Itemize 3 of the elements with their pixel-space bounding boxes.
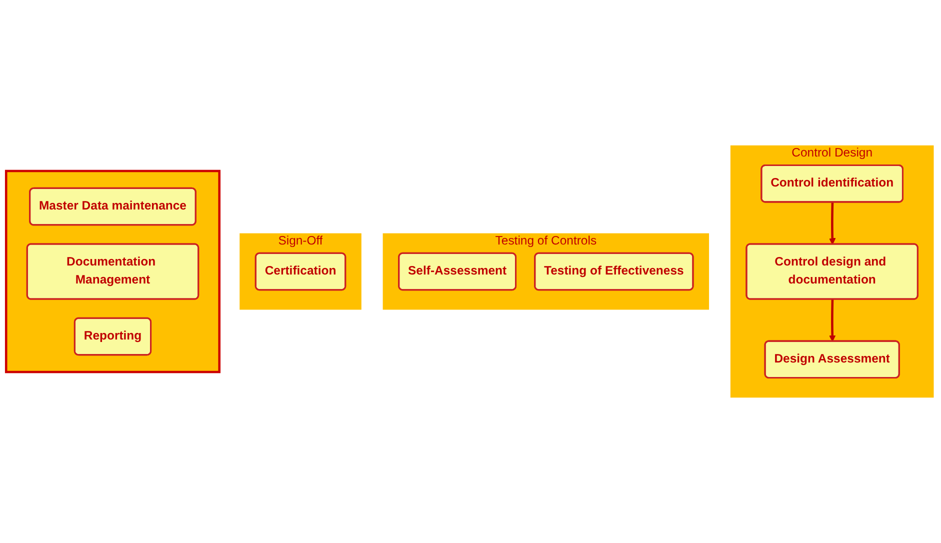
arrow (829, 202, 836, 245)
cluster (4, 170, 220, 374)
arrow (829, 299, 836, 342)
